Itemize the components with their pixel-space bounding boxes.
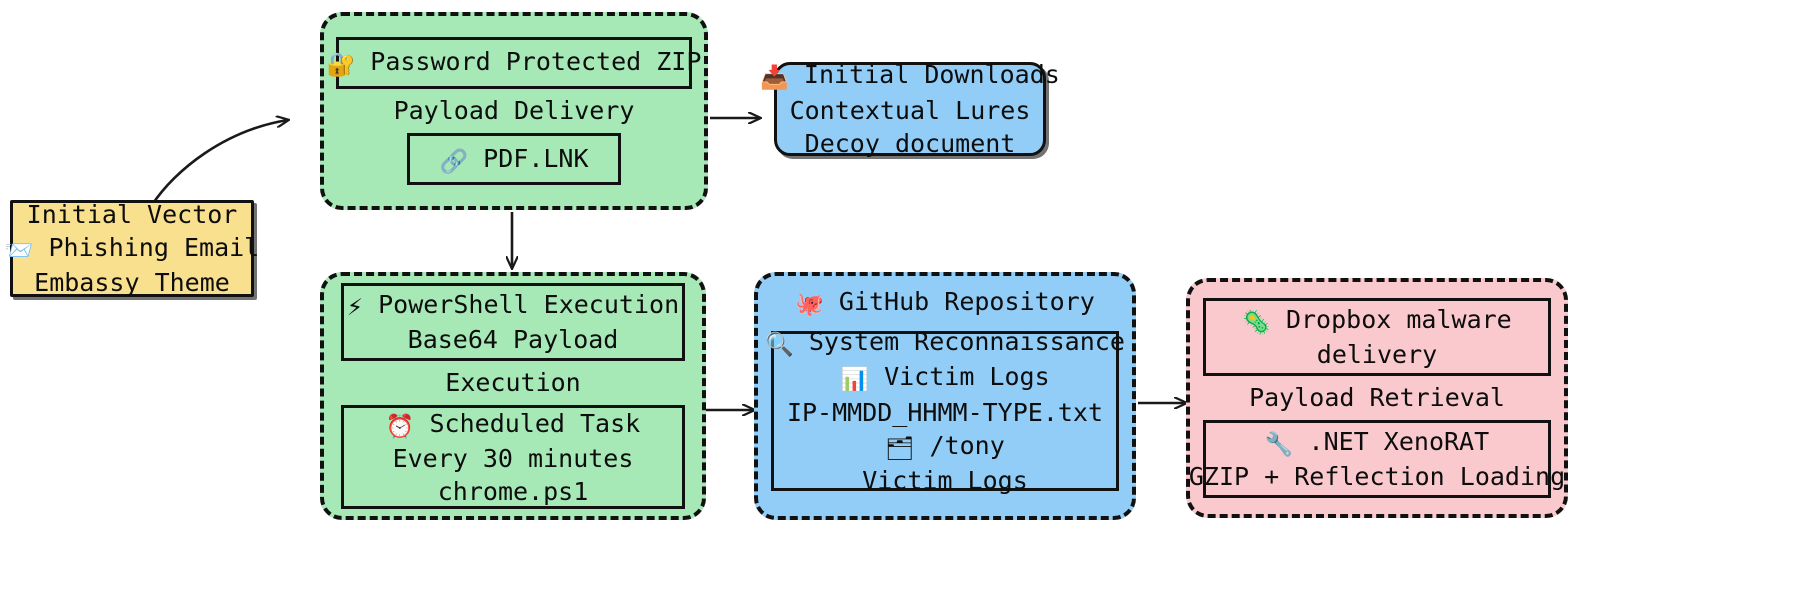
powershell-line-2: Base64 Payload	[407, 324, 619, 354]
powershell-line-1-text: PowerShell Execution	[378, 289, 680, 319]
recon-line-4-text: /tony	[929, 430, 1005, 460]
cluster-execution[interactable]: ⚡ PowerShell Execution Base64 Payload Ex…	[320, 272, 706, 520]
recon-line-5: Victim Logs	[862, 465, 1028, 495]
wrench-icon: 🔧	[1264, 432, 1294, 459]
initial-downloads-line-1-text: Initial Downloads	[803, 60, 1060, 90]
payload-retrieval-caption: Payload Retrieval	[1249, 382, 1505, 412]
recon-line-1-text: System Reconnaissance	[808, 326, 1125, 356]
initial-vector-line-2: 📨 Phishing Email	[5, 231, 259, 266]
high-voltage-icon: ⚡	[346, 294, 364, 321]
initial-downloads-line-3: Decoy document	[804, 128, 1016, 158]
box-pdf-lnk[interactable]: 🔗 PDF.LNK	[407, 133, 621, 186]
password-zip-text: Password Protected ZIP	[370, 47, 702, 77]
initial-vector-line-3: Embassy Theme	[34, 268, 230, 298]
recon-line-4: 🗂 /tony	[885, 429, 1005, 464]
box-system-reconnaissance[interactable]: 🔍 System Reconnaissance 📊 Victim Logs IP…	[765, 327, 1125, 495]
github-repository-title: 🐙 GitHub Repository	[795, 282, 1095, 331]
box-net-xenorat[interactable]: 🔧 .NET XenoRAT GZIP + Reflection Loading	[1189, 420, 1565, 499]
inbox-tray-icon: 📥	[760, 65, 789, 92]
microbe-icon: 🦠	[1242, 309, 1271, 336]
recon-line-2-text: Victim Logs	[884, 362, 1050, 392]
initial-vector-line-2-text: Phishing Email	[48, 232, 260, 262]
box-scheduled-task[interactable]: ⏰ Scheduled Task Every 30 minutes chrome…	[341, 405, 685, 510]
incoming-envelope-icon: 📨	[4, 237, 34, 264]
initial-vector-line-1: Initial Vector	[26, 199, 238, 229]
initial-downloads-line-1: 📥 Initial Downloads	[760, 58, 1060, 93]
box-password-protected-zip[interactable]: 🔐 Password Protected ZIP	[327, 36, 701, 89]
paperclip-icon: 🔗	[439, 148, 469, 175]
recon-line-1: 🔍 System Reconnaissance	[765, 325, 1125, 360]
edge-initial-vector-to-payload-delivery	[150, 120, 288, 206]
magnifying-glass-icon: 🔍	[765, 331, 794, 358]
scheduled-task-line-1-text: Scheduled Task	[429, 408, 641, 438]
recon-line-2: 📊 Victim Logs	[840, 360, 1049, 395]
xenorat-line-1-text: .NET XenoRAT	[1308, 427, 1490, 457]
dropbox-line-2: delivery	[1316, 339, 1438, 369]
dropbox-line-1-text: Dropbox malware	[1285, 304, 1512, 334]
execution-caption: Execution	[445, 367, 581, 397]
folder-icon: 🗂	[885, 435, 915, 462]
scheduled-task-line-2: Every 30 minutes	[392, 443, 634, 473]
initial-downloads-line-2: Contextual Lures	[789, 95, 1031, 125]
box-dropbox-malware-delivery[interactable]: 🦠 Dropbox malware delivery	[1203, 297, 1551, 376]
scheduled-task-line-3: chrome.ps1	[437, 476, 589, 506]
xenorat-line-1: 🔧 .NET XenoRAT	[1265, 425, 1489, 460]
alarm-clock-icon: ⏰	[385, 413, 415, 440]
box-powershell-execution[interactable]: ⚡ PowerShell Execution Base64 Payload	[341, 282, 685, 361]
node-initial-vector[interactable]: Initial Vector 📨 Phishing Email Embassy …	[5, 199, 259, 298]
payload-delivery-caption: Payload Delivery	[393, 95, 635, 125]
scheduled-task-line-1: ⏰ Scheduled Task	[386, 407, 640, 442]
pdf-lnk-text: PDF.LNK	[483, 143, 589, 173]
password-zip-line: 🔐 Password Protected ZIP	[327, 45, 702, 80]
recon-line-3: IP-MMDD_HHMM-TYPE.txt	[786, 397, 1104, 427]
xenorat-line-2: GZIP + Reflection Loading	[1188, 462, 1566, 492]
octopus-icon: 🐙	[795, 292, 824, 318]
pdf-lnk-line: 🔗 PDF.LNK	[439, 142, 588, 177]
powershell-line-1: ⚡ PowerShell Execution	[347, 288, 679, 323]
cluster-payload-delivery[interactable]: 🔐 Password Protected ZIP Payload Deliver…	[320, 12, 708, 210]
locked-with-key-icon: 🔐	[326, 52, 356, 79]
github-repository-title-text: GitHub Repository	[838, 287, 1095, 316]
bar-chart-icon: 📊	[840, 367, 869, 394]
node-initial-downloads[interactable]: 📥 Initial Downloads Contextual Lures Dec…	[760, 60, 1060, 157]
dropbox-line-1: 🦠 Dropbox malware	[1242, 303, 1511, 338]
cluster-payload-retrieval[interactable]: 🦠 Dropbox malware delivery Payload Retri…	[1186, 278, 1568, 518]
cluster-github-repository[interactable]: 🐙 GitHub Repository 🔍 System Reconnaissa…	[754, 272, 1136, 520]
